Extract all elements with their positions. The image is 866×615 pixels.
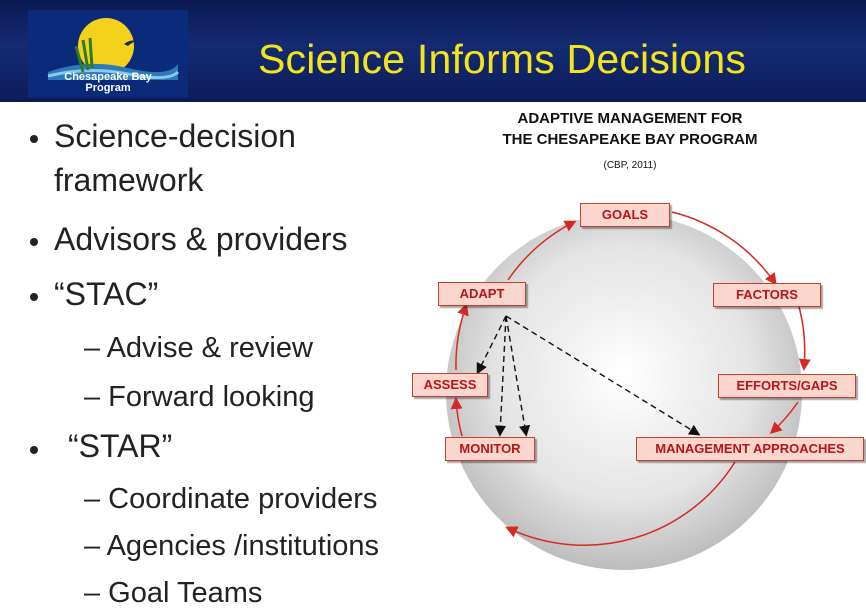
arrow-adapt-to-goals [507, 220, 577, 281]
bullet-advisors: Advisors & providers [54, 221, 348, 257]
sub-bullet-agencies: – Agencies /institutions [84, 530, 380, 562]
arrow-factors-to-efforts [797, 302, 811, 371]
dashed-arrow-adapt-to-assess [476, 315, 507, 375]
step-monitor: MONITOR [445, 437, 535, 461]
bullet-framework: framework [54, 162, 204, 198]
step-assess: ASSESS [412, 373, 488, 397]
arrow-assess-to-adapt [455, 303, 469, 371]
slide-title: Science Informs Decisions [258, 36, 747, 82]
step-adapt: ADAPT [438, 282, 526, 306]
logo-text-line2: Program [85, 82, 131, 94]
dashed-arrow-adapt-to-management [505, 315, 701, 436]
logo-graphic [47, 18, 180, 80]
arrow-goals-to-factors [671, 211, 777, 286]
diagram-citation: (CBP, 2011) [603, 160, 657, 171]
arrow-efforts-to-management [769, 401, 799, 435]
logo-text-line1: Chesapeake Bay [64, 71, 152, 83]
bullet-science-decision: Science-decision [54, 118, 296, 154]
diagram-heading-line1: ADAPTIVE MANAGEMENT FOR [517, 110, 743, 127]
bullet-marker [30, 446, 38, 454]
bullet-marker [30, 293, 38, 301]
sub-bullet-forward: – Forward looking [84, 381, 315, 413]
bullet-stac: “STAC” [54, 276, 159, 312]
arrow-management-to-monitor [505, 461, 736, 546]
bullet-star: “STAR” [68, 428, 173, 464]
chesapeake-bay-program-logo: Chesapeake Bay Program [28, 10, 188, 98]
bullet-marker [30, 135, 38, 143]
step-goals: GOALS [580, 203, 670, 227]
bullet-marker [30, 238, 38, 246]
step-efforts-gaps: EFFORTS/GAPS [718, 374, 856, 398]
arrow-monitor-to-assess [450, 397, 463, 437]
title-bar: Chesapeake Bay Program Science Informs D… [0, 0, 866, 102]
sub-bullet-advise: – Advise & review [84, 332, 313, 364]
diagram-heading-line2: THE CHESAPEAKE BAY PROGRAM [502, 131, 758, 148]
step-management-approaches: MANAGEMENT APPROACHES [636, 437, 864, 461]
sub-bullet-goal-teams: – Goal Teams [84, 577, 263, 609]
sub-bullet-coordinate: – Coordinate providers [84, 483, 378, 515]
step-factors: FACTORS [713, 283, 821, 307]
